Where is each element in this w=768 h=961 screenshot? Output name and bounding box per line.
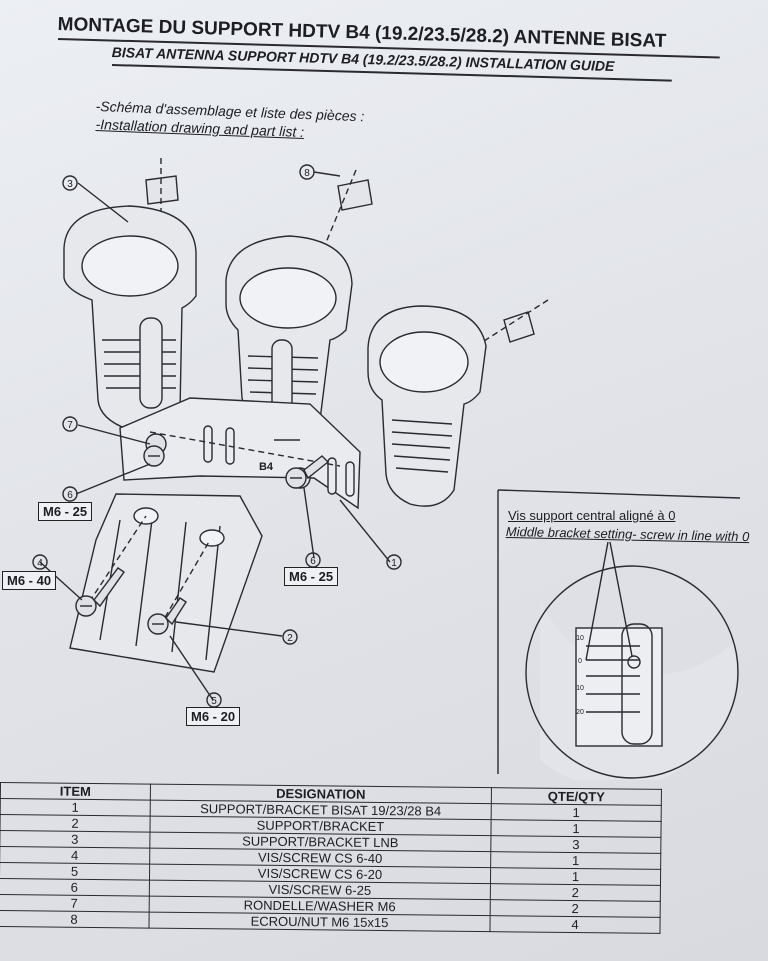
bolt-label: M6 - 20 (186, 707, 241, 726)
screw-part (75, 567, 125, 617)
callout-7 (62, 416, 78, 432)
item-cell: 8 (0, 910, 150, 929)
callout-6 (62, 486, 78, 502)
screw-part (143, 445, 165, 467)
scale-label: 10 (576, 685, 584, 692)
callout-8 (299, 164, 315, 180)
detail-view (525, 541, 739, 780)
nut-part (469, 299, 549, 351)
qty-cell: 1 (491, 803, 662, 822)
bolt-label: M6 - 25 (284, 567, 339, 586)
column-header-item: ITEM (0, 782, 151, 801)
callout-label-7: 7 (67, 420, 73, 431)
item-cell: 1 (0, 798, 151, 817)
scale-label: 10 (576, 635, 584, 642)
item-cell: 6 (0, 878, 150, 897)
scale-label: 0 (578, 658, 582, 665)
bracket-mark: B4 (259, 461, 274, 473)
screw-part (285, 455, 330, 489)
main-bracket-b4 (119, 397, 361, 510)
item-cell: 2 (0, 814, 151, 833)
callout-label-5: 5 (211, 696, 217, 707)
callout-4 (32, 554, 48, 570)
qty-cell: 1 (490, 819, 662, 838)
qty-cell: 1 (490, 867, 661, 886)
qty-cell: 4 (489, 915, 661, 934)
bolt-label: M6 - 25 (38, 502, 93, 521)
detail-caption-french: Vis support central aligné à 0 (508, 508, 676, 523)
callout-label-2: 2 (287, 633, 293, 644)
nut-part (145, 158, 179, 212)
callout-3 (62, 175, 78, 191)
callout-label-4: 4 (37, 558, 43, 569)
qty-cell: 3 (490, 835, 661, 854)
item-cell: 4 (0, 846, 150, 865)
callout-label-6: 6 (67, 490, 73, 501)
callout-label-3: 3 (67, 179, 73, 190)
lnb-clamp-right (367, 305, 487, 507)
qty-cell: 1 (490, 851, 661, 870)
bolt-label: M6 - 40 (2, 571, 57, 590)
qty-cell: 2 (490, 899, 661, 918)
assembly-drawing: 3 8 7 6 4 2 5 1 6 B4 10 0 10 20 (32, 158, 741, 780)
callout-label-1: 1 (391, 558, 397, 569)
item-cell: 5 (0, 862, 150, 881)
callout-label-8: 8 (304, 168, 310, 179)
callout-label-6b: 6 (310, 556, 316, 567)
lnb-clamp-middle (225, 235, 353, 432)
scale-label: 20 (576, 709, 584, 716)
lower-bracket (69, 493, 263, 673)
item-cell: 7 (0, 894, 150, 913)
callout-2 (282, 629, 298, 645)
screw-part (147, 597, 187, 635)
qty-cell: 2 (490, 883, 661, 902)
column-header-qty: QTE/QTY (491, 787, 662, 806)
lnb-clamp-left (63, 205, 197, 434)
item-cell: 3 (0, 830, 150, 849)
designation-cell: ECROU/NUT M6 15x15 (148, 912, 491, 932)
callout-1 (386, 554, 402, 570)
